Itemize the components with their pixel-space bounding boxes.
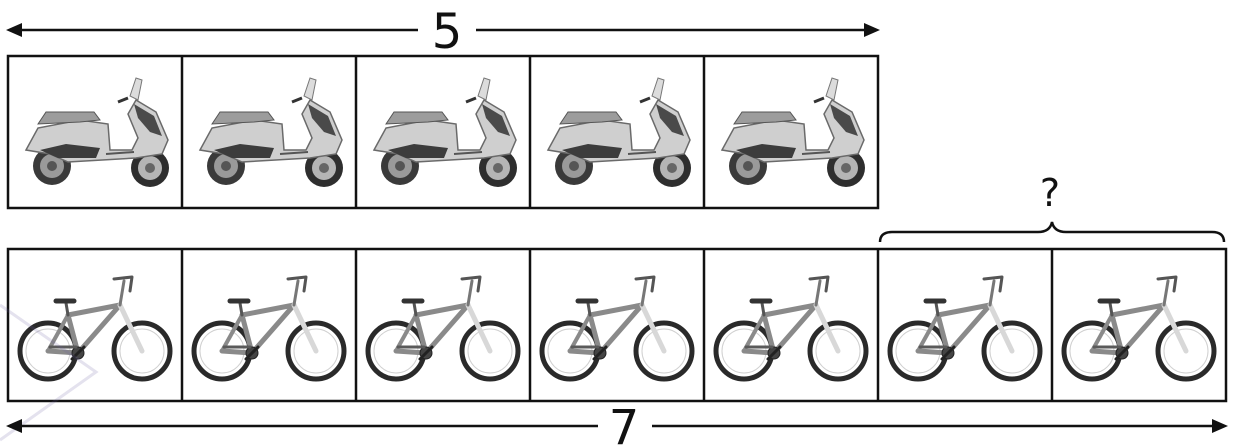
bottom-length-label: 7	[609, 400, 640, 447]
bicycle-image	[716, 277, 866, 379]
scooter-row	[8, 56, 878, 208]
bottom-length-arrow: 7	[6, 400, 1228, 447]
scooter-image	[722, 78, 865, 187]
bicycle-row	[8, 249, 1226, 401]
bicycle-image	[1064, 277, 1214, 379]
top-length-label: 5	[432, 4, 463, 60]
scooter-image	[548, 78, 691, 187]
unknown-label: ?	[1040, 171, 1060, 215]
scooter-image	[200, 78, 343, 187]
unknown-brace: ?	[880, 171, 1224, 242]
scooter-image	[374, 78, 517, 187]
scooter-image	[26, 78, 169, 187]
bicycle-image	[20, 277, 170, 379]
bicycle-image	[542, 277, 692, 379]
bicycle-image	[194, 277, 344, 379]
bicycle-image	[368, 277, 518, 379]
top-length-arrow: 5	[6, 4, 880, 60]
bicycle-image	[890, 277, 1040, 379]
